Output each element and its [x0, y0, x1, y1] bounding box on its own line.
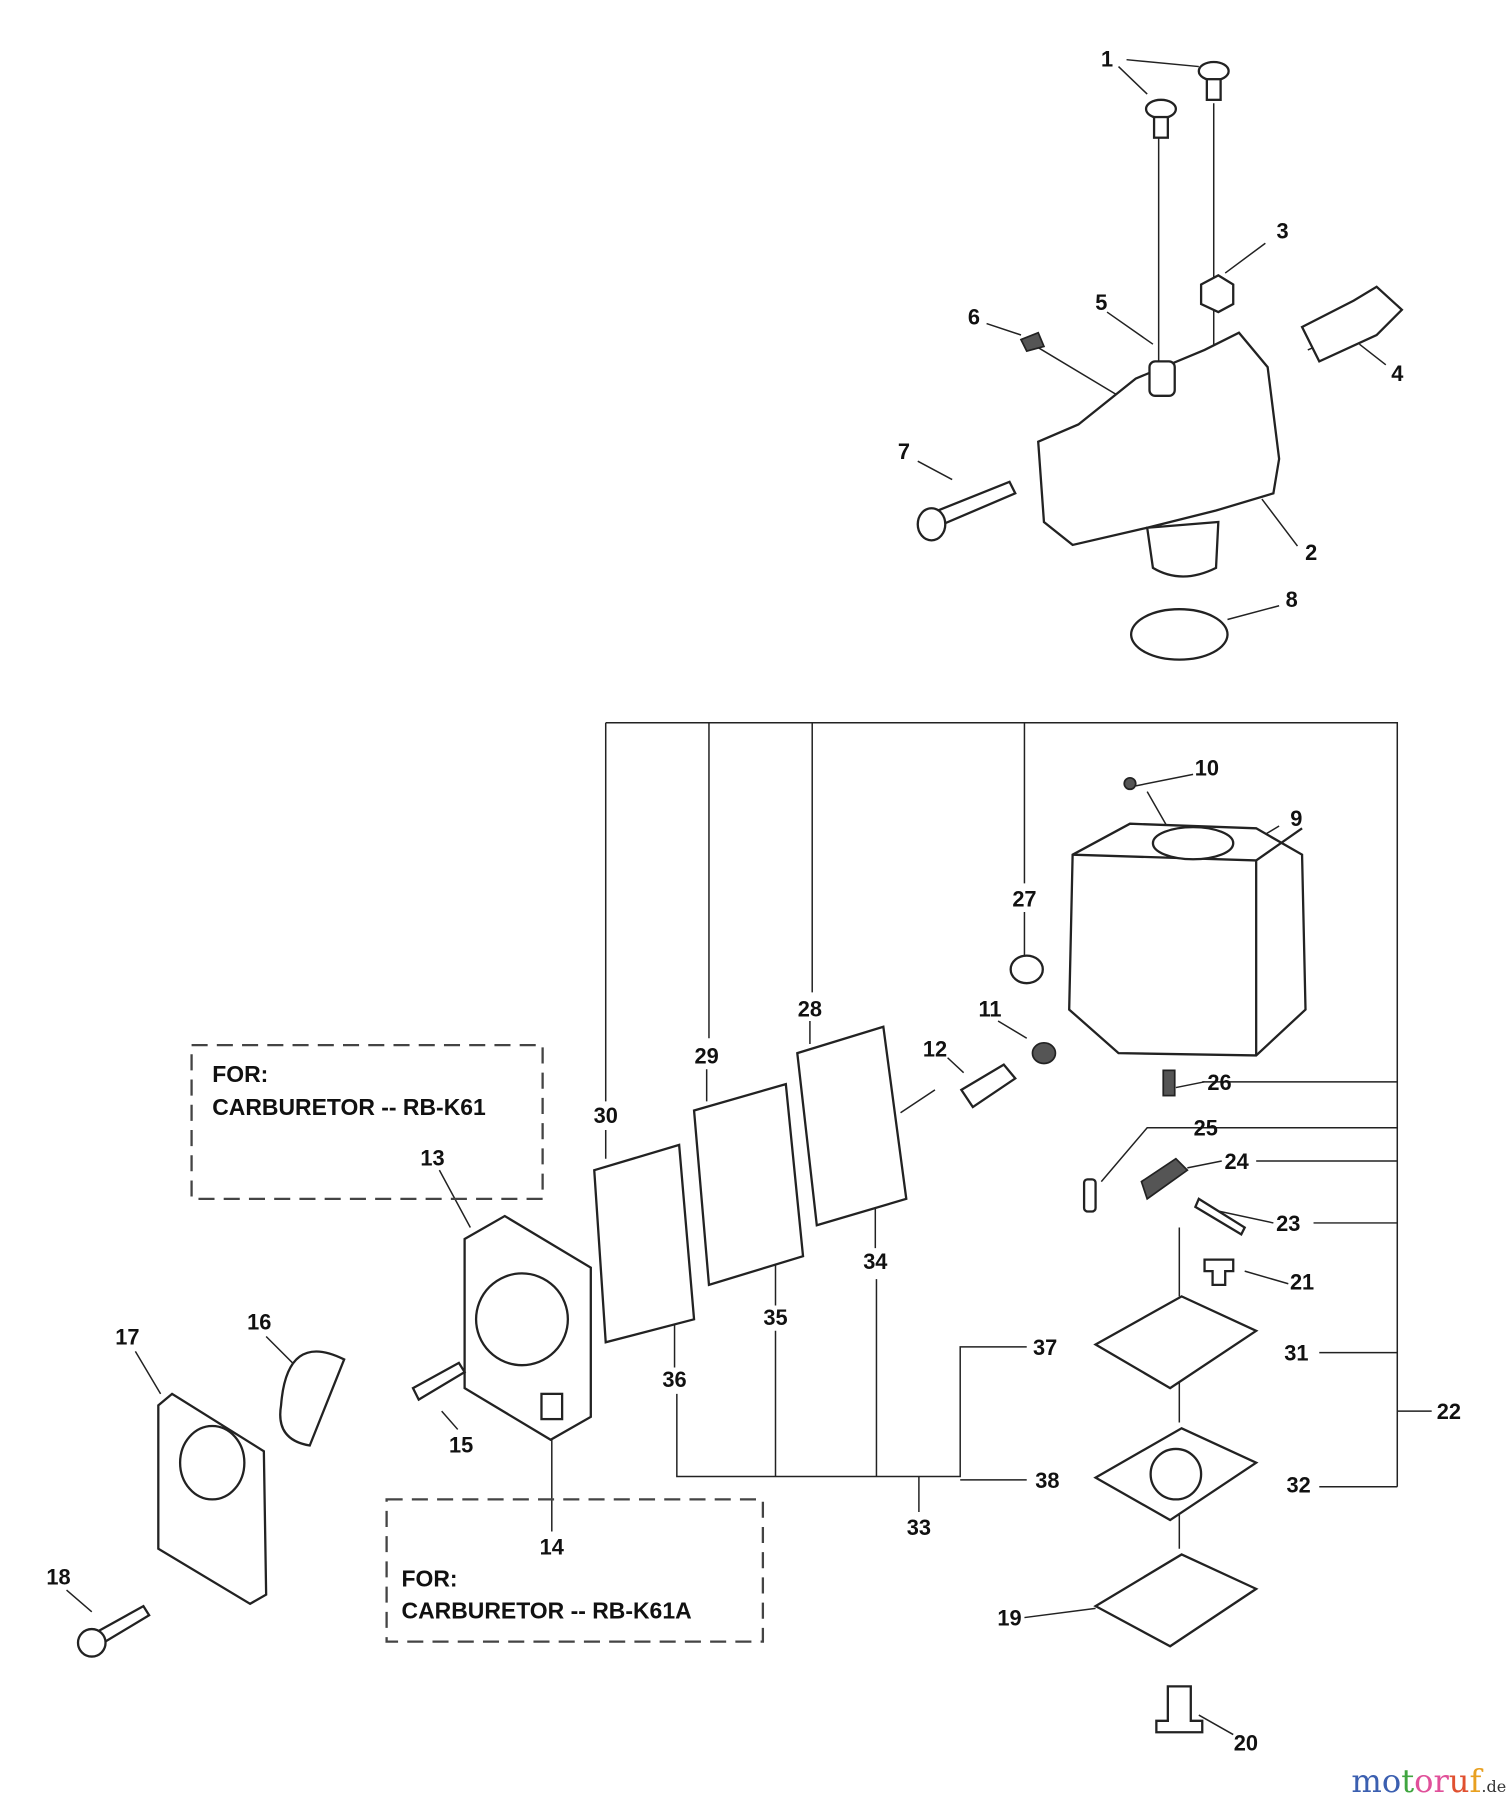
part-30-gasket: [593, 1143, 696, 1344]
note-line2: CARBURETOR -- RB-K61A: [402, 1598, 692, 1624]
note-line2: CARBURETOR -- RB-K61: [212, 1094, 486, 1120]
callout-label-2: 2: [1305, 540, 1317, 565]
watermark-logo: motoruf.de: [1351, 1762, 1506, 1800]
callout-label-31: 31: [1284, 1341, 1308, 1366]
note-line1: FOR:: [402, 1566, 458, 1592]
callout-label-35: 35: [763, 1305, 787, 1330]
callout-label-1: 1: [1101, 47, 1113, 72]
part-28-gasket: [796, 1025, 908, 1227]
callout-label-34: 34: [863, 1249, 887, 1274]
part-21-screw: [1203, 1258, 1235, 1287]
callout-label-15: 15: [449, 1432, 473, 1457]
callout-label-28: 28: [798, 996, 822, 1021]
callout-label-18: 18: [46, 1564, 70, 1589]
part-26-spring: [1162, 1069, 1176, 1097]
note-rb-k61a: FOR: CARBURETOR -- RB-K61A: [385, 1498, 765, 1643]
callout-label-33: 33: [907, 1515, 931, 1540]
part-15-screw: [411, 1361, 467, 1402]
callout-label-14: 14: [540, 1534, 564, 1559]
callout-label-19: 19: [997, 1606, 1021, 1631]
callout-label-21: 21: [1290, 1269, 1314, 1294]
callout-label-17: 17: [115, 1325, 139, 1350]
callout-label-10: 10: [1195, 756, 1219, 781]
part-12-needle: [959, 1063, 1017, 1109]
part-3-nut: [1199, 274, 1235, 314]
part-19-cover: [1093, 1553, 1259, 1648]
callout-label-6: 6: [968, 305, 980, 330]
callout-label-16: 16: [247, 1310, 271, 1335]
part-29-plate: [692, 1082, 805, 1287]
part-10-ball: [1123, 776, 1137, 791]
callout-label-38: 38: [1035, 1468, 1059, 1493]
part-14-nipple: [540, 1392, 564, 1421]
note-rb-k61: FOR: CARBURETOR -- RB-K61: [190, 1043, 544, 1200]
callout-label-11: 11: [979, 996, 1002, 1021]
part-27-plug: [1009, 954, 1044, 985]
callout-label-32: 32: [1287, 1473, 1311, 1498]
callout-label-13: 13: [420, 1146, 444, 1171]
part-20-screw: [1155, 1685, 1204, 1734]
part-5-pin: [1148, 360, 1176, 397]
part-11-spring: [1031, 1041, 1057, 1065]
callout-label-7: 7: [898, 439, 910, 464]
parts: [76, 60, 1404, 1734]
callout-label-5: 5: [1095, 290, 1107, 315]
part-6-clip: [1019, 331, 1046, 353]
callout-label-25: 25: [1194, 1116, 1218, 1141]
part-24-lever: [1140, 1157, 1189, 1201]
callout-label-37: 37: [1033, 1335, 1057, 1360]
part-31-gasket: [1093, 1295, 1259, 1390]
callout-label-29: 29: [695, 1043, 719, 1068]
leader-lines: [66, 58, 1432, 1736]
part-23-pin: [1193, 1197, 1247, 1237]
callout-label-24: 24: [1225, 1149, 1249, 1174]
part-25-needle: [1082, 1178, 1097, 1213]
part-9-carb-body: [1068, 822, 1307, 1057]
callout-label-26: 26: [1207, 1070, 1231, 1095]
callout-labels: 1234567891011121314151617181920212223242…: [46, 47, 1461, 1756]
part-screws-1: [1144, 60, 1230, 139]
callout-label-9: 9: [1290, 806, 1302, 831]
callout-label-20: 20: [1234, 1731, 1258, 1756]
callout-label-4: 4: [1391, 361, 1403, 386]
callout-label-36: 36: [662, 1367, 686, 1392]
callout-label-8: 8: [1286, 587, 1298, 612]
note-line1: FOR:: [212, 1061, 268, 1087]
callout-label-12: 12: [923, 1037, 947, 1062]
part-2-body: [1037, 331, 1281, 547]
part-16-primer-bulb: [279, 1350, 346, 1447]
callout-label-22: 22: [1437, 1399, 1461, 1424]
callout-label-3: 3: [1276, 219, 1288, 244]
callout-label-27: 27: [1012, 886, 1036, 911]
part-4-fitting: [1300, 285, 1404, 363]
callout-label-30: 30: [594, 1103, 618, 1128]
callout-label-23: 23: [1276, 1211, 1300, 1236]
part-8-oring: [1129, 608, 1229, 661]
